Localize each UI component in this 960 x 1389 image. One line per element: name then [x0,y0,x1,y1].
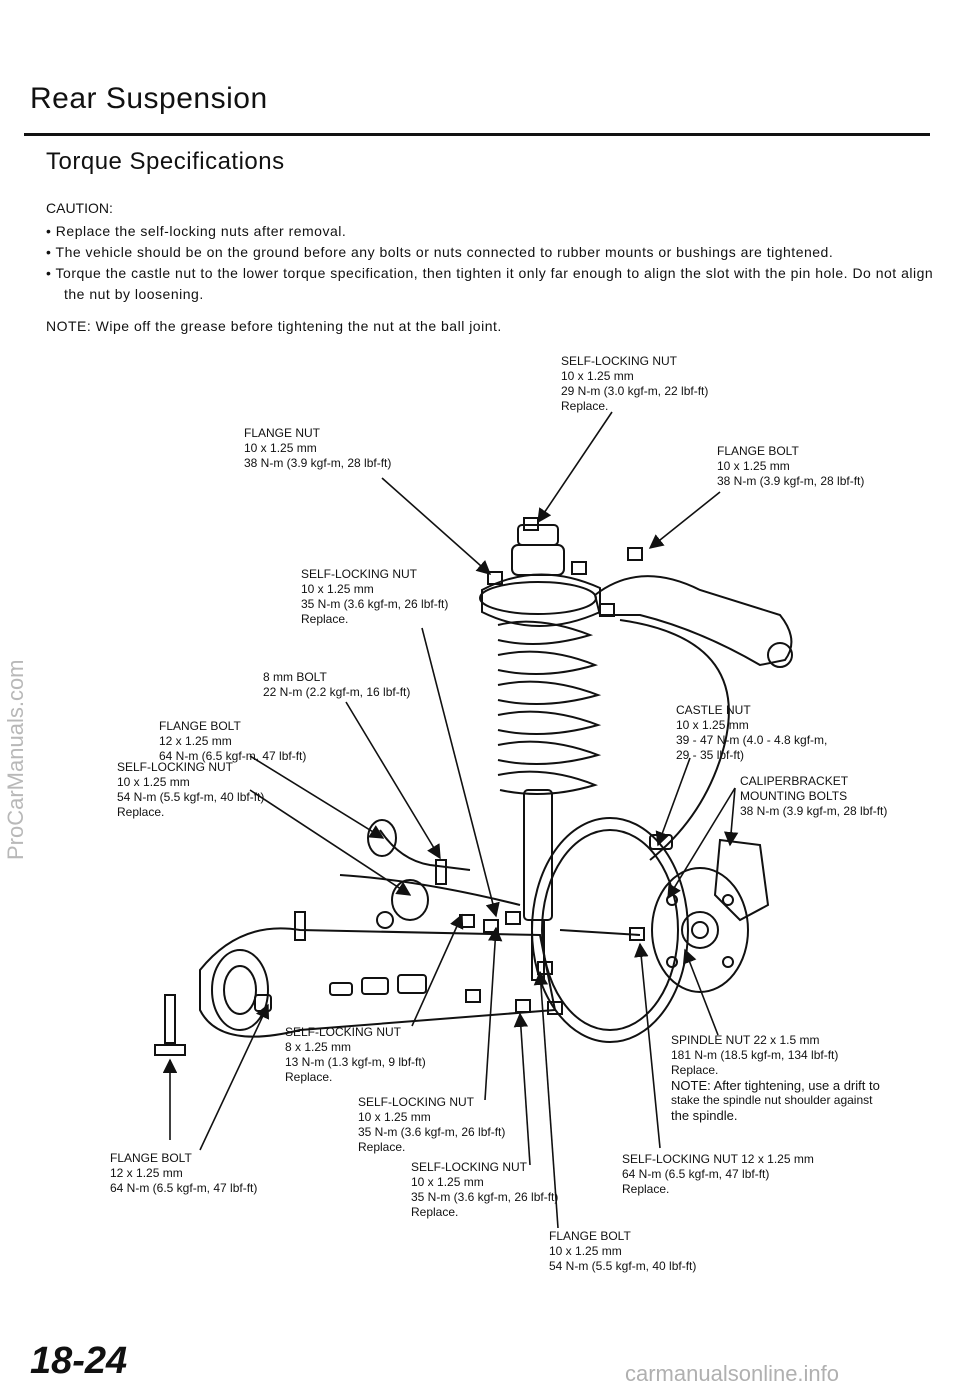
callout-line: 181 N-m (18.5 kgf-m, 134 lbf-ft) [671,1048,839,1062]
callout-line: 10 x 1.25 mm [301,582,374,596]
caution-heading: CAUTION: [46,200,113,216]
callout-line: 22 N-m (2.2 kgf-m, 16 lbf-ft) [263,685,411,699]
callout-line: 35 N-m (3.6 kgf-m, 26 lbf-ft) [301,597,449,611]
page-title: Rear Suspension [30,82,268,115]
callout-self-locking-nut-left: SELF-LOCKING NUT 10 x 1.25 mm 54 N-m (5.… [117,760,264,820]
title-rule [24,133,930,136]
callout-line: MOUNTING BOLTS [740,789,848,803]
callout-line: stake the spindle nut shoulder against [671,1093,873,1107]
callout-flange-bolt-left: FLANGE BOLT 12 x 1.25 mm 64 N-m (6.5 kgf… [159,719,306,764]
callout-line: 10 x 1.25 mm [244,441,317,455]
callout-line: FLANGE BOLT [110,1151,192,1165]
callout-line: 10 x 1.25 mm [117,775,190,789]
callout-line: Replace. [117,805,165,819]
callout-line: 12 x 1.25 mm [159,734,232,748]
callout-self-locking-nut-arm: SELF-LOCKING NUT 10 x 1.25 mm 35 N-m (3.… [301,567,448,627]
callout-line: 64 N-m (6.5 kgf-m, 47 lbf-ft) [622,1167,770,1181]
caution-item: • The vehicle should be on the ground be… [46,244,834,260]
callout-line: Replace. [301,612,349,626]
callout-line: 10 x 1.25 mm [358,1110,431,1124]
callout-line: SELF-LOCKING NUT 12 x 1.25 mm [622,1152,814,1166]
caution-item: • Replace the self-locking nuts after re… [46,223,347,239]
callout-flange-bolt-bottom: FLANGE BOLT 10 x 1.25 mm 54 N-m (5.5 kgf… [549,1229,696,1274]
callout-line: SELF-LOCKING NUT [285,1025,402,1039]
callout-line: 10 x 1.25 mm [411,1175,484,1189]
callout-line: FLANGE BOLT [549,1229,631,1243]
watermark-text: ProCarManuals.com [3,659,28,860]
page-number: 18-24 [30,1340,128,1382]
footer-watermark: carmanualsonline.info [625,1361,840,1386]
callout-line: Replace. [622,1182,670,1196]
callout-line: 10 x 1.25 mm [717,459,790,473]
callout-line: 38 N-m (3.9 kgf-m, 28 lbf-ft) [740,804,888,818]
section-subtitle: Torque Specifications [46,148,285,175]
callout-line: 10 x 1.25 mm [676,718,749,732]
callout-self-locking-nut-lower-a: SELF-LOCKING NUT 10 x 1.25 mm 35 N-m (3.… [358,1095,505,1155]
callout-line: 8 x 1.25 mm [285,1040,352,1054]
callout-line: SELF-LOCKING NUT [117,760,234,774]
callout-line: SELF-LOCKING NUT [358,1095,475,1109]
callout-line: 8 mm BOLT [263,670,327,684]
callout-line: Replace. [561,399,609,413]
callout-line: SPINDLE NUT 22 x 1.5 mm [671,1033,820,1047]
callout-line: 64 N-m (6.5 kgf-m, 47 lbf-ft) [110,1181,258,1195]
coil-spring [497,620,602,795]
callout-line: Replace. [285,1070,333,1084]
callout-line: 29 N-m (3.0 kgf-m, 22 lbf-ft) [561,384,709,398]
callout-self-locking-nut-8mm: SELF-LOCKING NUT 8 x 1.25 mm 13 N-m (1.3… [285,1025,426,1085]
callout-line: 38 N-m (3.9 kgf-m, 28 lbf-ft) [244,456,392,470]
callout-line: Replace. [671,1063,719,1077]
callout-line: 35 N-m (3.6 kgf-m, 26 lbf-ft) [411,1190,559,1204]
callout-line: FLANGE BOLT [717,444,799,458]
callout-line: SELF-LOCKING NUT [411,1160,528,1174]
caution-item: • Torque the castle nut to the lower tor… [46,265,934,302]
callout-line: 39 - 47 N-m (4.0 - 4.8 kgf-m, [676,733,828,747]
callout-line: 38 N-m (3.9 kgf-m, 28 lbf-ft) [717,474,865,488]
callout-castle-nut: CASTLE NUT 10 x 1.25 mm 39 - 47 N-m (4.0… [676,703,827,763]
callout-spindle-nut: SPINDLE NUT 22 x 1.5 mm 181 N-m (18.5 kg… [671,1033,880,1123]
callout-line: Replace. [358,1140,406,1154]
callout-line: SELF-LOCKING NUT [301,567,418,581]
callout-line: 54 N-m (5.5 kgf-m, 40 lbf-ft) [117,790,265,804]
callout-line: the spindle. [671,1108,738,1123]
callout-8mm-bolt: 8 mm BOLT 22 N-m (2.2 kgf-m, 16 lbf-ft) [263,670,410,700]
callout-self-locking-nut-12mm: SELF-LOCKING NUT 12 x 1.25 mm 64 N-m (6.… [622,1152,814,1197]
callout-line: 29 - 35 lbf-ft) [676,748,745,762]
callout-line: Replace. [411,1205,459,1219]
callout-line: 10 x 1.25 mm [561,369,634,383]
callout-flange-bolt-upper: FLANGE BOLT 10 x 1.25 mm 38 N-m (3.9 kgf… [717,444,864,489]
callout-line: FLANGE NUT [244,426,321,440]
callout-line: 12 x 1.25 mm [110,1166,183,1180]
callout-line: SELF-LOCKING NUT [561,354,678,368]
callout-line: 54 N-m (5.5 kgf-m, 40 lbf-ft) [549,1259,697,1273]
callout-line: 10 x 1.25 mm [549,1244,622,1258]
callout-line: FLANGE BOLT [159,719,241,733]
callout-line: CALIPERBRACKET [740,774,849,788]
note-text: NOTE: Wipe off the grease before tighten… [46,318,502,334]
callout-line: 35 N-m (3.6 kgf-m, 26 lbf-ft) [358,1125,506,1139]
callout-line: CASTLE NUT [676,703,751,717]
callout-self-locking-nut-lower-b: SELF-LOCKING NUT 10 x 1.25 mm 35 N-m (3.… [411,1160,558,1220]
callout-caliper-bracket-bolts: CALIPERBRACKET MOUNTING BOLTS 38 N-m (3.… [740,774,887,819]
callout-self-locking-nut-top: SELF-LOCKING NUT 10 x 1.25 mm 29 N-m (3.… [561,354,708,414]
callout-line: 13 N-m (1.3 kgf-m, 9 lbf-ft) [285,1055,426,1069]
callout-line: 64 N-m (6.5 kgf-m, 47 lbf-ft) [159,749,307,763]
callout-flange-bolt-lower-left: FLANGE BOLT 12 x 1.25 mm 64 N-m (6.5 kgf… [110,1151,257,1196]
callout-flange-nut: FLANGE NUT 10 x 1.25 mm 38 N-m (3.9 kgf-… [244,426,391,471]
callout-line: NOTE: After tightening, use a drift to [671,1078,880,1093]
